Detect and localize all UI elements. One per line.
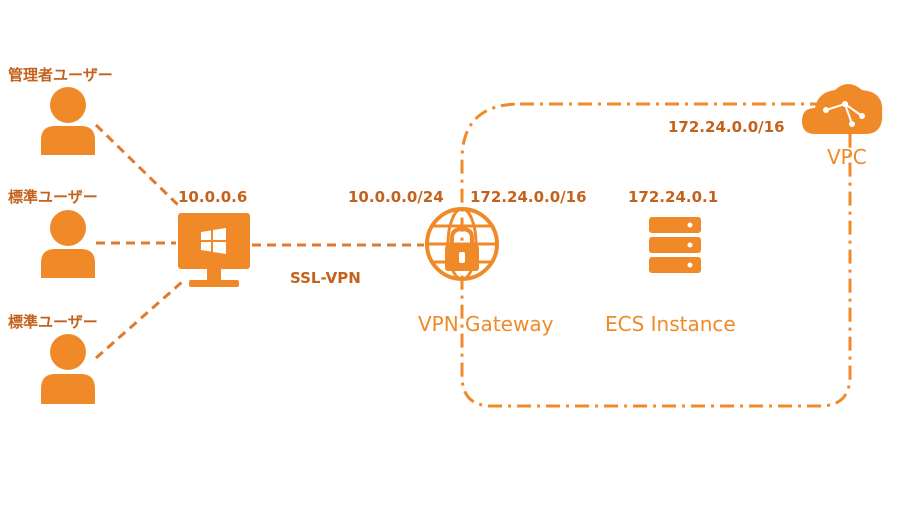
user-standard-2: 標準ユーザー <box>8 313 98 404</box>
connection-label: SSL-VPN <box>290 269 361 287</box>
user-admin: 管理者ユーザー <box>8 66 113 155</box>
vpn-gateway-lock-globe-icon <box>425 207 499 281</box>
cloud-icon <box>802 84 883 134</box>
ecs-instance: 172.24.0.1 ECS Instance <box>605 188 736 336</box>
server-stack-icon <box>649 217 701 273</box>
vpc-cidr-label: 172.24.0.0/16 <box>668 118 785 136</box>
user-icon <box>41 87 95 155</box>
user-icon <box>41 334 95 404</box>
gateway-vpc-cidr-label: 172.24.0.0/16 <box>470 188 587 206</box>
ecs-name-label: ECS Instance <box>605 312 736 336</box>
vpn-gateway: 10.0.0.0/24 172.24.0.0/16 VPN Gateway <box>348 188 587 336</box>
user-icon <box>41 210 95 278</box>
ecs-ip-label: 172.24.0.1 <box>628 188 718 206</box>
link-admin-to-client <box>94 123 180 207</box>
user-standard-1-label: 標準ユーザー <box>8 188 98 206</box>
user-standard-1: 標準ユーザー <box>8 188 98 278</box>
link-user3-to-client <box>95 280 183 360</box>
vpc: 172.24.0.0/16 VPC <box>668 84 883 169</box>
vpc-name-label: VPC <box>827 145 867 169</box>
client-ip-label: 10.0.0.6 <box>178 188 247 206</box>
windows-logo-icon <box>201 228 226 254</box>
user-admin-label: 管理者ユーザー <box>8 66 113 84</box>
user-standard-2-label: 標準ユーザー <box>8 313 98 331</box>
gateway-client-cidr-label: 10.0.0.0/24 <box>348 188 444 206</box>
vpc-boundary <box>460 102 852 408</box>
gateway-name-label: VPN Gateway <box>418 312 554 336</box>
windows-monitor-icon <box>178 213 250 287</box>
client-computer: 10.0.0.6 <box>178 188 250 287</box>
